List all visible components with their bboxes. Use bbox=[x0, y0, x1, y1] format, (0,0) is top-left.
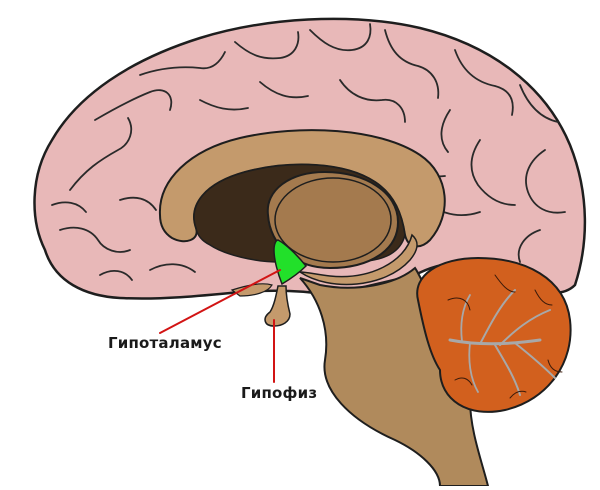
cerebellum-folia bbox=[447, 274, 563, 399]
pituitary-label: Гипофиз bbox=[241, 384, 318, 402]
thalamus-inner bbox=[274, 177, 392, 263]
arbor-vitae bbox=[448, 289, 556, 396]
hypothalamus-region bbox=[273, 239, 308, 286]
hypothalamus-pointer bbox=[159, 269, 281, 334]
cerebellum bbox=[416, 256, 572, 413]
pointer-lines bbox=[159, 269, 281, 383]
hypothalamus-label: Гипоталамус bbox=[108, 334, 222, 352]
optic-region bbox=[230, 283, 273, 297]
fornix bbox=[297, 233, 418, 286]
